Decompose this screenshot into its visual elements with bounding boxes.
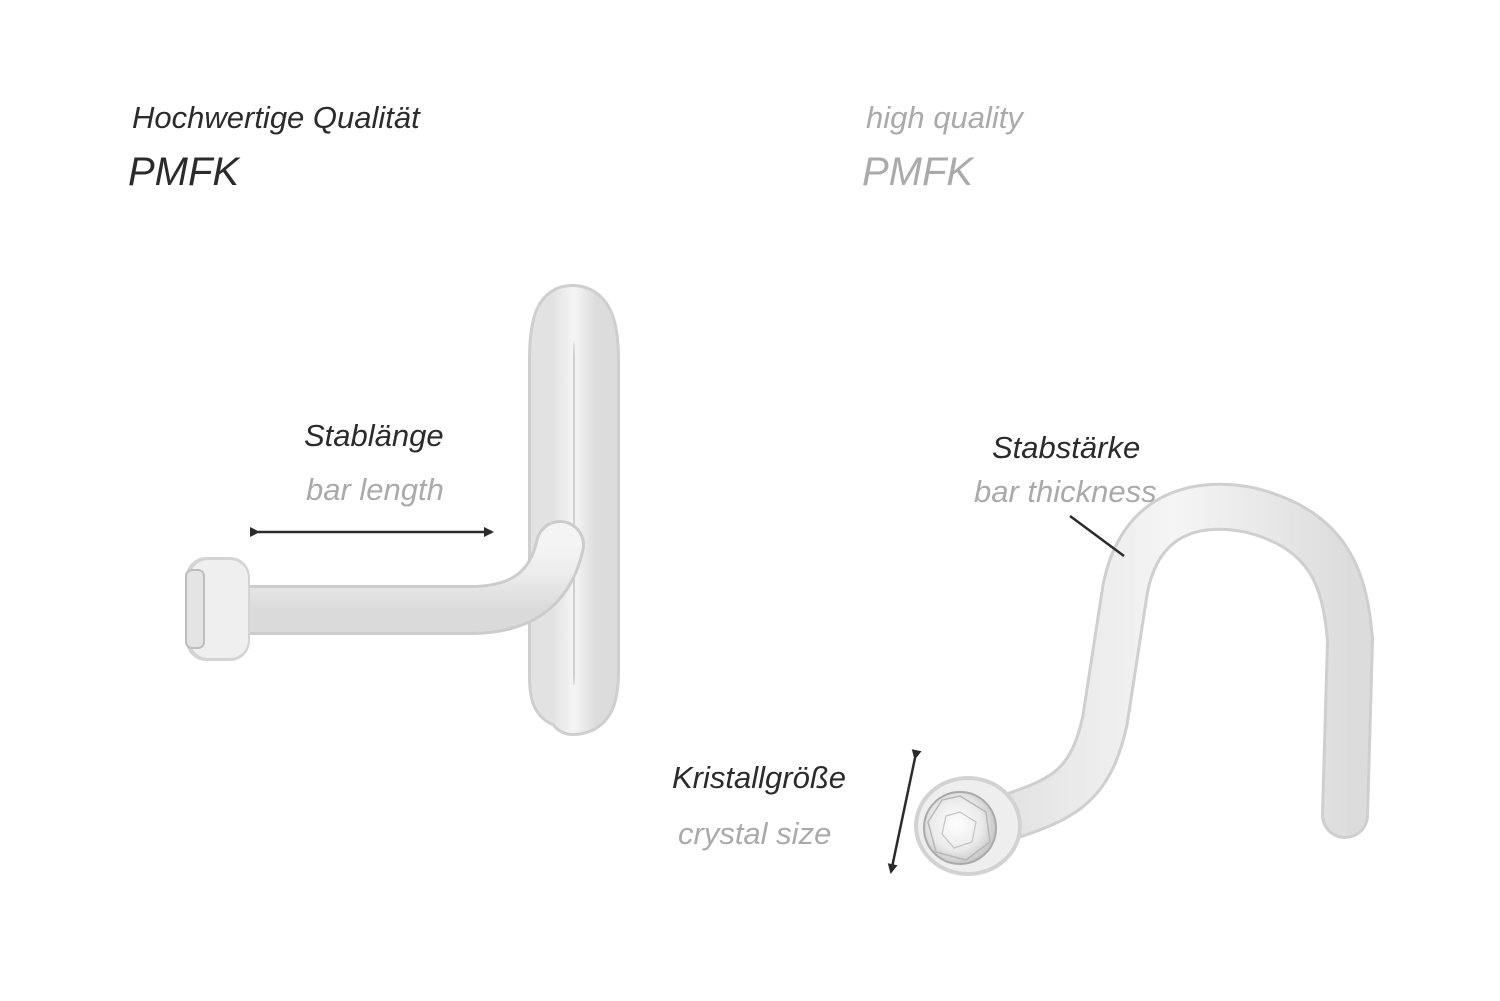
- bar-length-label-de: Stablänge: [304, 418, 444, 453]
- german-quality-label: Hochwertige Qualität: [132, 100, 420, 135]
- top-view-nose-screw: [914, 482, 1375, 876]
- bar-length-label-en: bar length: [306, 472, 444, 507]
- crystal-size-label-en: crystal size: [678, 816, 832, 851]
- german-product-code: PMFK: [128, 150, 240, 194]
- bar-thickness-label-en: bar thickness: [974, 474, 1157, 509]
- crystal-size-arrow: [887, 749, 922, 874]
- bar-thickness-pointer: [1069, 514, 1125, 558]
- english-quality-label: high quality: [866, 100, 1023, 135]
- bar-thickness-label-de: Stabstärke: [992, 430, 1141, 465]
- crystal-size-label-de: Kristallgröße: [672, 760, 846, 795]
- side-view-nose-screw: [185, 283, 620, 736]
- english-product-code: PMFK: [862, 150, 974, 194]
